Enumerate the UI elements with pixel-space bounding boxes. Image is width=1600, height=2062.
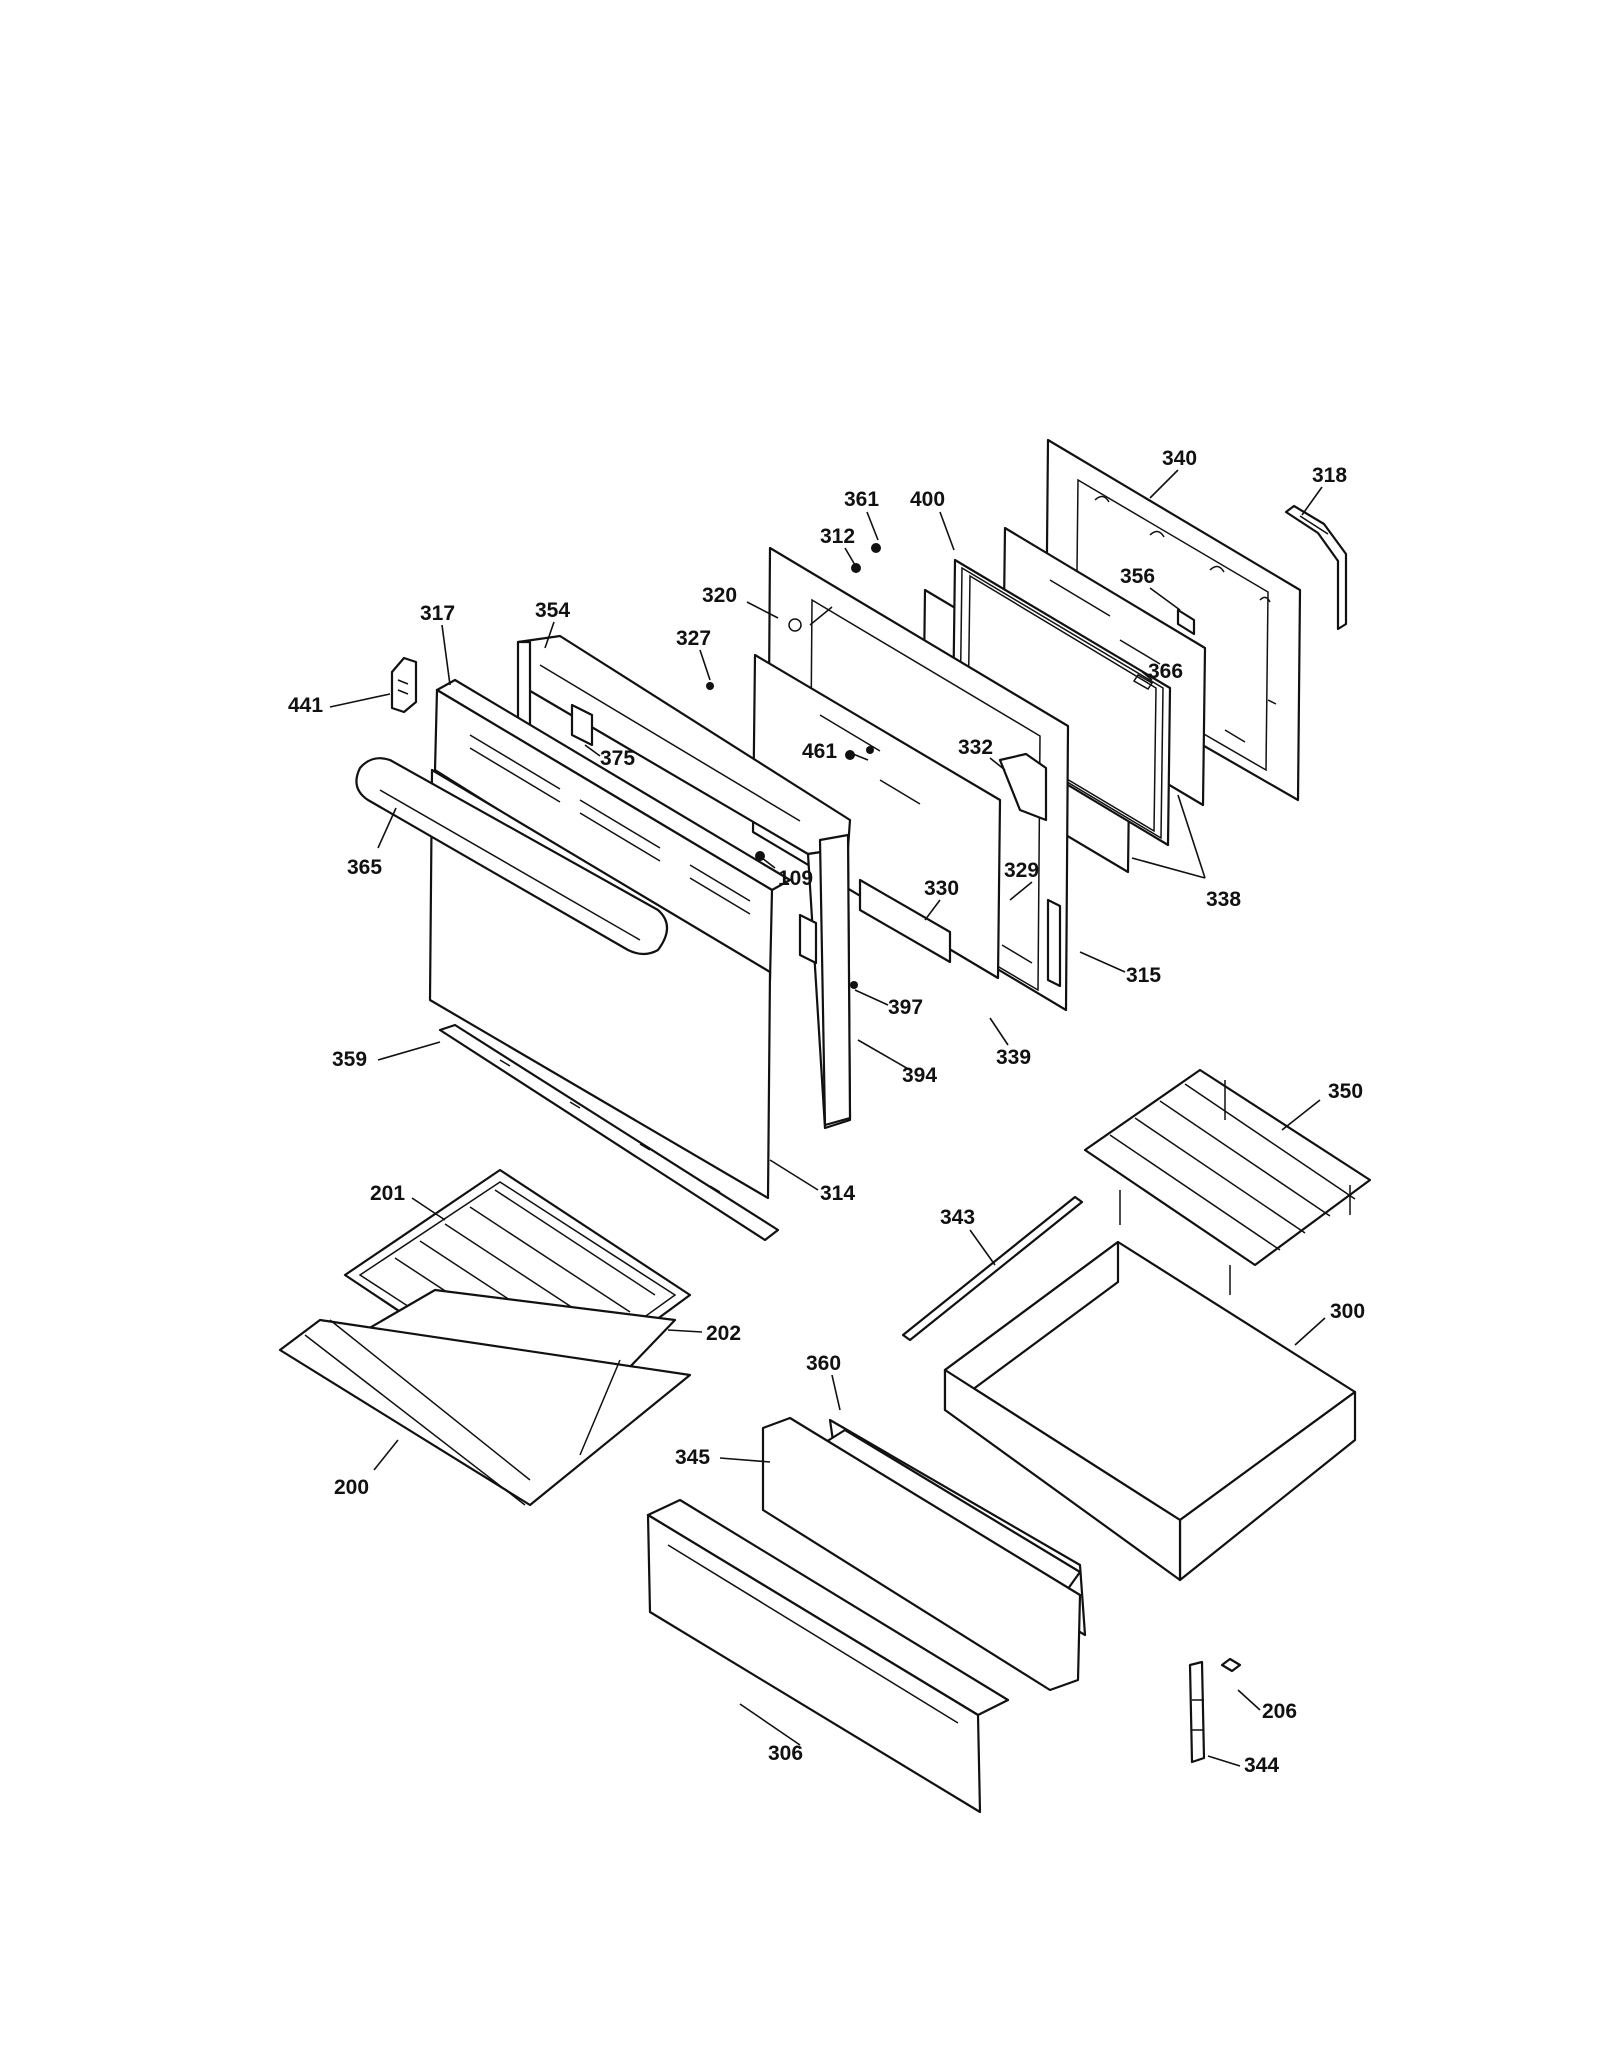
callout-202: 202 (667, 1322, 741, 1345)
callout-366: 366 (1139, 660, 1183, 683)
part-label: 329 (1004, 859, 1039, 882)
callout-312: 312 (820, 525, 856, 566)
callout-359: 359 (332, 1041, 441, 1071)
drawer-slide-bracket (1188, 1660, 1206, 1764)
part-label: 317 (420, 602, 455, 625)
callout-361: 361 (844, 488, 879, 541)
drawer-rack (1083, 1068, 1372, 1295)
door-clip (1132, 674, 1154, 690)
part-label: 359 (332, 1048, 367, 1071)
part-label: 350 (1328, 1080, 1363, 1103)
side-post (818, 833, 852, 1127)
drawer-body (943, 1240, 1357, 1582)
callout-354: 354 (535, 599, 570, 649)
callout-317: 317 (420, 602, 455, 686)
part-label: 338 (1206, 888, 1241, 911)
callout-300: 300 (1294, 1300, 1365, 1346)
callout-340: 340 (1149, 447, 1197, 499)
callout-344: 344 (1207, 1754, 1279, 1777)
part-label: 332 (958, 736, 993, 759)
callout-343: 343 (940, 1206, 996, 1266)
part-label: 318 (1312, 464, 1347, 487)
part-label: 343 (940, 1206, 975, 1229)
part-label: 312 (820, 525, 855, 548)
part-label: 306 (768, 1742, 803, 1765)
callout-360: 360 (806, 1352, 841, 1411)
part-label: 330 (924, 877, 959, 900)
part-label: 327 (676, 627, 711, 650)
part-label: 201 (370, 1182, 405, 1205)
callout-394: 394 (857, 1039, 937, 1087)
part-label: 320 (702, 584, 737, 607)
door-latch (390, 656, 418, 714)
callout-397: 397 (854, 989, 923, 1019)
callout-318: 318 (1301, 464, 1347, 516)
part-label: 345 (675, 1446, 710, 1469)
callout-441: 441 (288, 693, 391, 717)
callout-356: 356 (1120, 565, 1181, 611)
callout-320: 320 (702, 584, 779, 619)
part-label: 354 (535, 599, 570, 622)
callout-201: 201 (370, 1182, 446, 1221)
callout-461: 461 (802, 740, 869, 763)
part-label: 366 (1148, 660, 1183, 683)
callout-338: 338 (1131, 794, 1241, 911)
callout-327: 327 (676, 627, 711, 681)
drawer-side-panel (761, 1416, 1082, 1692)
insulation-strip (858, 878, 952, 964)
callout-109: 109 (761, 857, 813, 890)
part-label: 400 (910, 488, 945, 511)
callout-339: 339 (989, 1017, 1031, 1069)
part-label: 397 (888, 996, 923, 1019)
slide-screw (1220, 1657, 1242, 1673)
callout-332: 332 (958, 736, 1006, 771)
part-label: 361 (844, 488, 879, 511)
part-label: 375 (600, 747, 635, 770)
callout-330: 330 (924, 877, 959, 921)
door-handle (355, 757, 669, 956)
callout-329: 329 (1004, 859, 1039, 901)
hardware-screws (706, 543, 881, 989)
part-label: 344 (1244, 1754, 1279, 1777)
callout-350: 350 (1281, 1080, 1363, 1131)
part-label: 340 (1162, 447, 1197, 470)
hinge-clip (1176, 608, 1196, 636)
part-label: 314 (820, 1182, 855, 1205)
part-label: 394 (902, 1064, 937, 1087)
part-label: 109 (778, 867, 813, 890)
part-label: 441 (288, 694, 323, 717)
callout-365: 365 (347, 807, 397, 879)
callout-375: 375 (584, 744, 635, 770)
part-label: 206 (1262, 1700, 1297, 1723)
part-label: 339 (996, 1046, 1031, 1069)
callout-315: 315 (1079, 951, 1161, 987)
oven-rack (278, 1318, 692, 1507)
part-label: 200 (334, 1476, 369, 1499)
part-label: 461 (802, 740, 837, 763)
part-label: 360 (806, 1352, 841, 1375)
callout-306: 306 (739, 1703, 803, 1765)
part-label: 315 (1126, 964, 1161, 987)
callout-200: 200 (334, 1439, 399, 1499)
part-label: 202 (706, 1322, 741, 1345)
bottom-trim (438, 1023, 780, 1242)
callout-400: 400 (910, 488, 955, 551)
part-label: 356 (1120, 565, 1155, 588)
part-label: 365 (347, 856, 382, 879)
part-label: 300 (1330, 1300, 1365, 1323)
drawer-front (646, 1498, 1010, 1814)
callout-314: 314 (769, 1159, 855, 1205)
callout-345: 345 (675, 1446, 771, 1469)
callout-206: 206 (1237, 1689, 1297, 1723)
drawer-rail (901, 1195, 1084, 1342)
